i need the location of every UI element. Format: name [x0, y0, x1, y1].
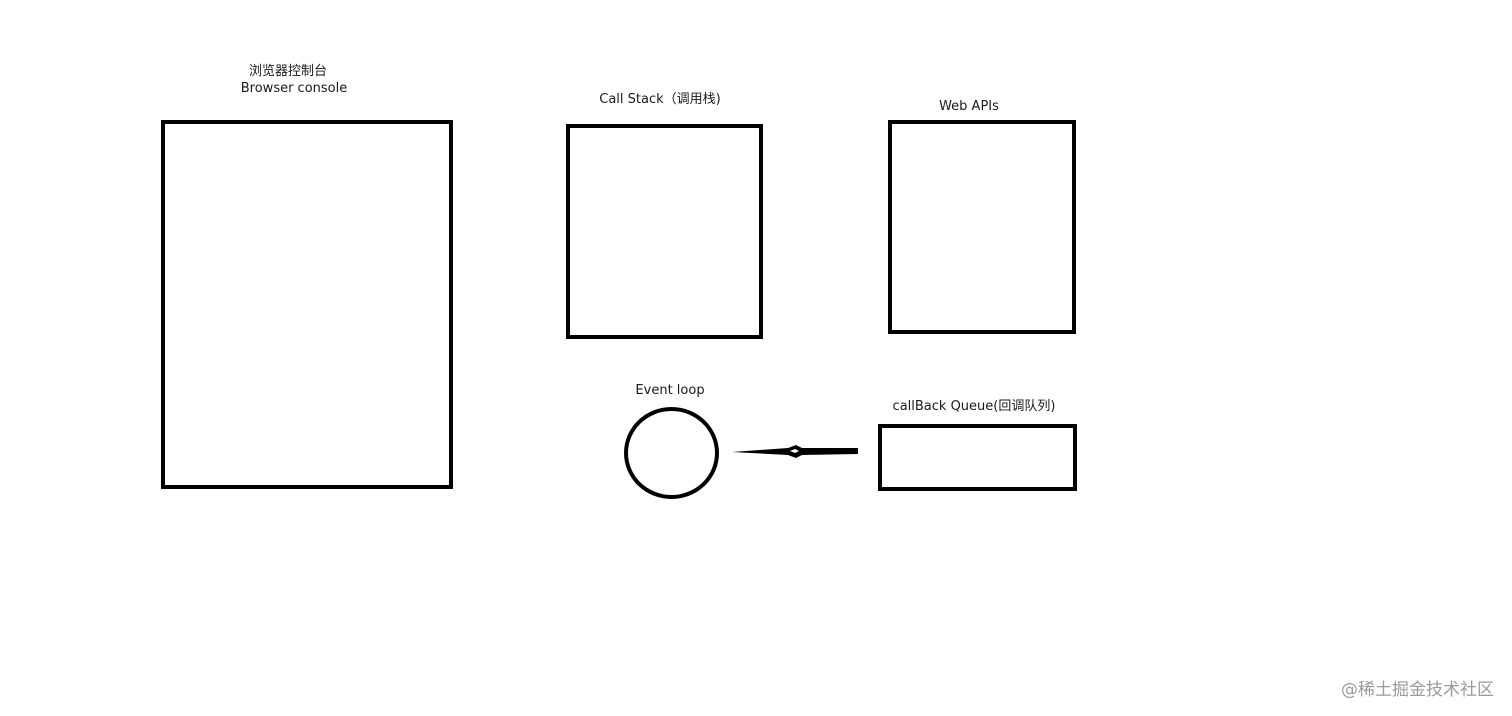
callback-queue-label: callBack Queue(回调队列)	[892, 399, 1056, 414]
arrow-to-event-loop	[732, 445, 858, 458]
call-stack-box	[566, 124, 763, 339]
browser-console-label-zh: 浏览器控制台	[248, 64, 327, 79]
event-loop-label: Event loop	[635, 383, 705, 398]
callback-queue-box	[878, 424, 1077, 491]
browser-console-label-en: Browser console	[240, 81, 348, 96]
call-stack-label: Call Stack（调用栈)	[599, 92, 721, 107]
arrow-head-gap	[790, 449, 799, 453]
web-apis-box	[888, 120, 1076, 334]
browser-console-box	[161, 120, 453, 489]
web-apis-label: Web APIs	[939, 99, 999, 114]
watermark-text: @稀土掘金技术社区	[1341, 680, 1494, 700]
event-loop-circle	[624, 407, 719, 499]
